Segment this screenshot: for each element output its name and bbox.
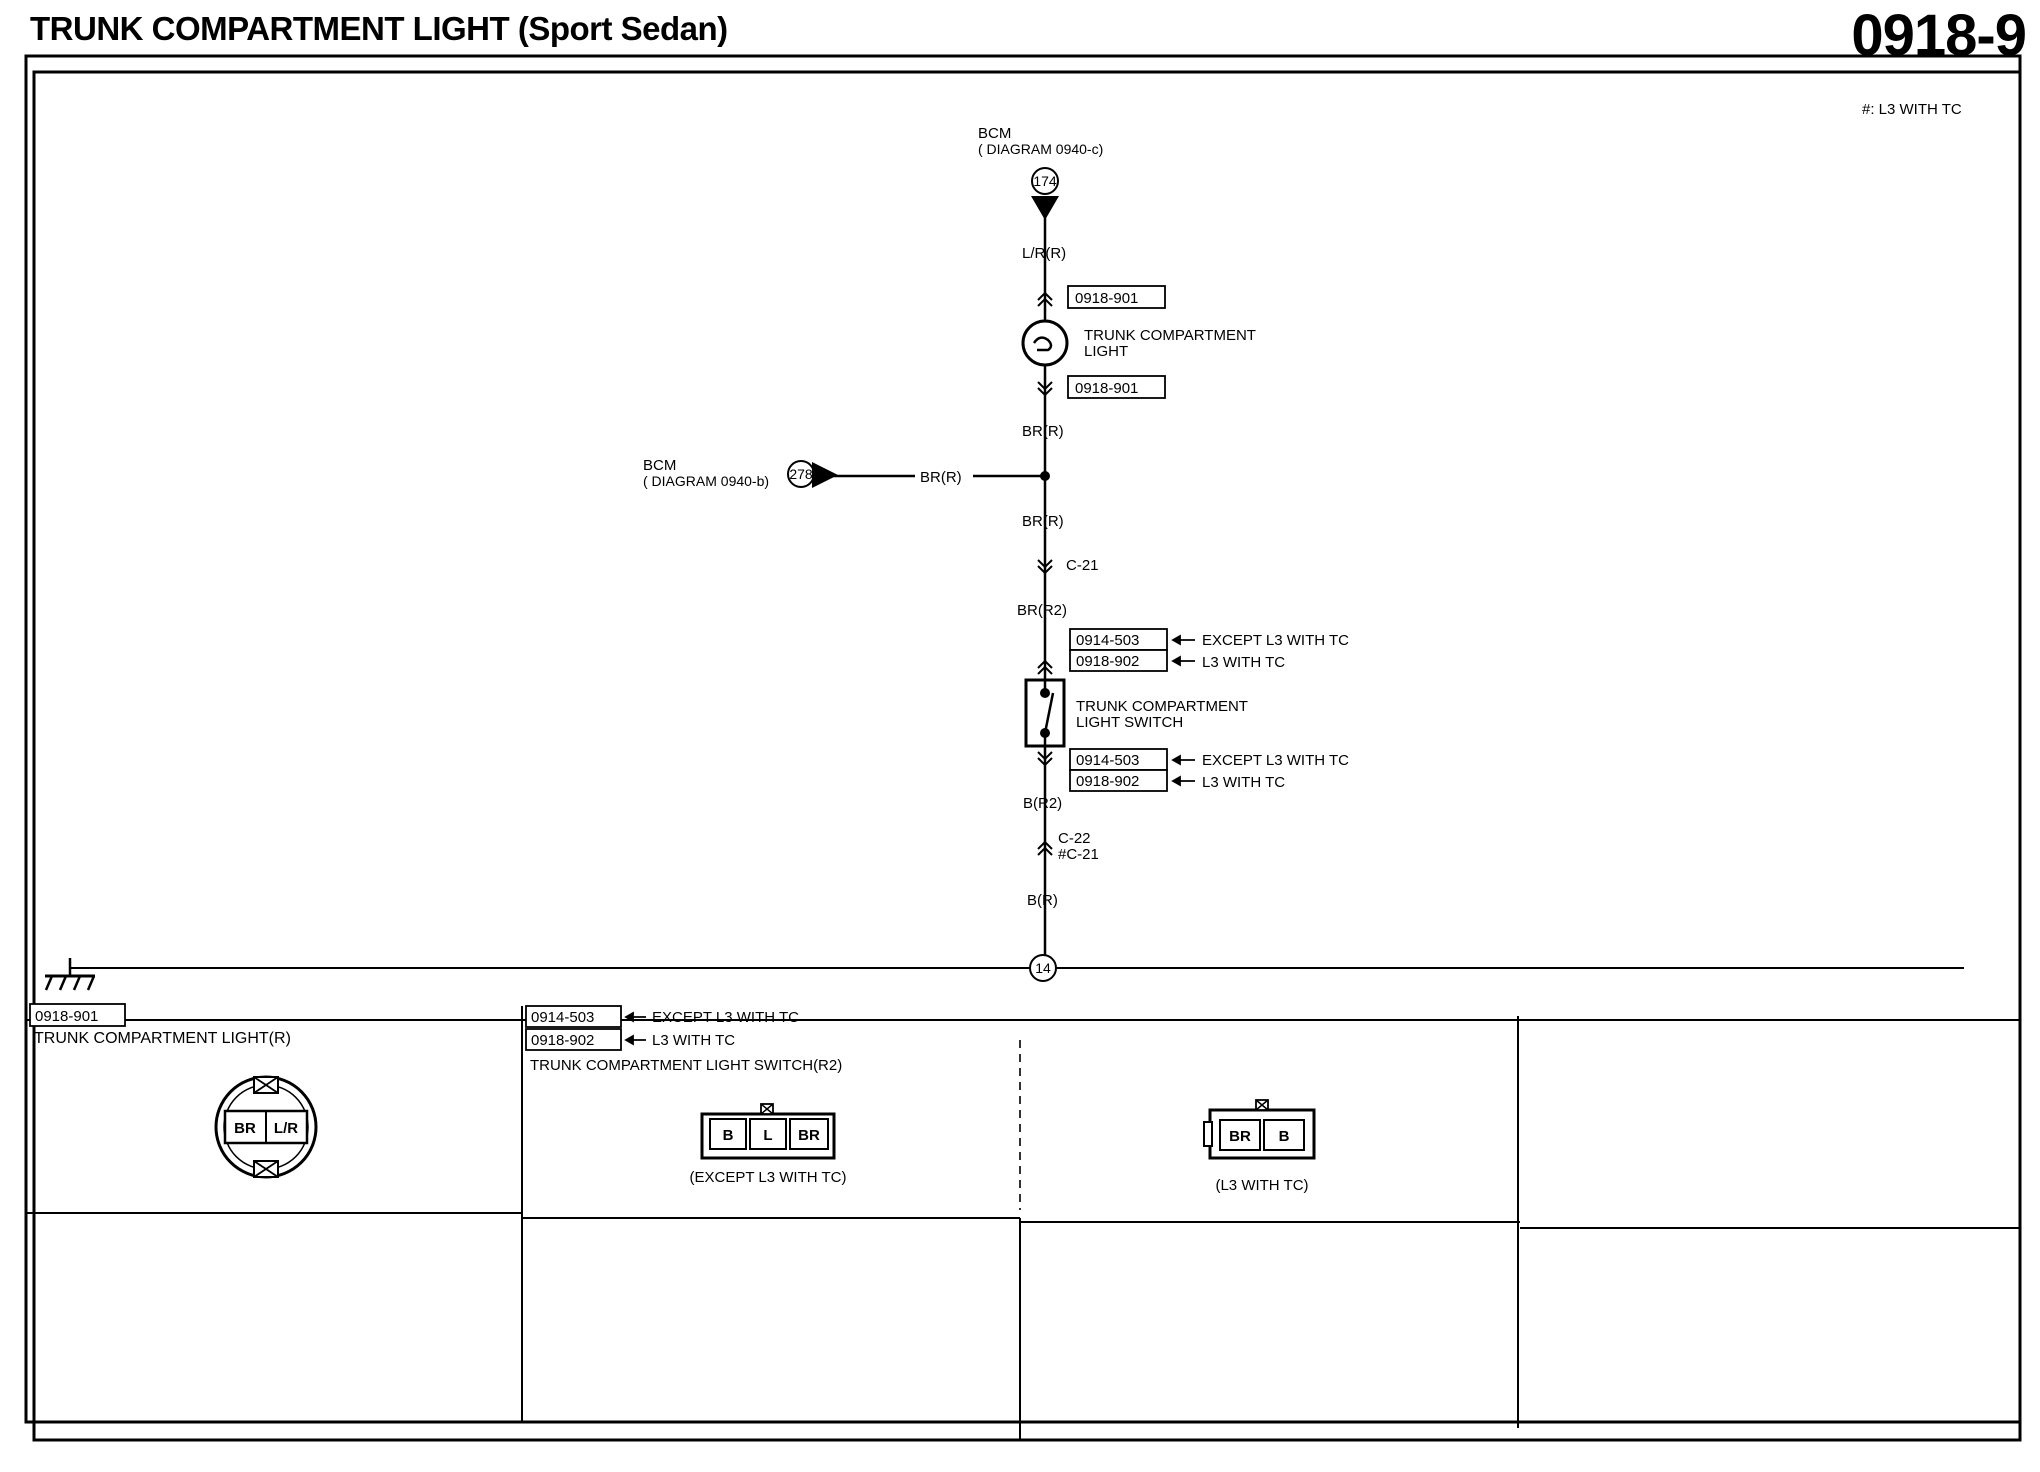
wire-br-1-label: BR(R) (1022, 423, 1064, 440)
switch-a-pin-3: BR (798, 1127, 820, 1144)
terminal-174 (1031, 167, 1059, 195)
light-ref-bottom: 0918-901 (1075, 380, 1138, 397)
arrow-left-icon (624, 1034, 646, 1046)
switch-a-pin-2: L (763, 1127, 772, 1144)
switch-ref-bottom-2-condition: L3 WITH TC (1202, 774, 1285, 791)
terminal-14-label: 14 (1035, 960, 1051, 976)
arrow-left-icon (624, 1011, 646, 1023)
wire-b-r-label: B(R) (1027, 892, 1058, 909)
switch-conn-ref-2-condition: L3 WITH TC (652, 1032, 735, 1049)
switch-b-pin-1: BR (1229, 1128, 1251, 1145)
light-ref-top-box (1067, 285, 1166, 309)
arrow-left-icon (1171, 655, 1195, 667)
switch-ref-top-2-code: 0918-902 (1076, 653, 1139, 670)
frame-inner (24, 54, 2022, 1424)
lamp-filament-icon (1032, 336, 1053, 352)
switch-b-caption: (L3 WITH TC) (1215, 1177, 1308, 1194)
connector-up-icon (1037, 659, 1053, 675)
switch-a-caption: (EXCEPT L3 WITH TC) (690, 1169, 847, 1186)
wire-br-r2-label: BR(R2) (1017, 602, 1067, 619)
connector-up-icon (1037, 291, 1053, 307)
light-label-1: TRUNK COMPARTMENT (1084, 327, 1256, 344)
arrow-left-icon (1171, 775, 1195, 787)
switch-arm-icon (1043, 692, 1055, 734)
light-ref-top: 0918-901 (1075, 290, 1138, 307)
lamp-icon (1021, 319, 1069, 367)
light-label-2: LIGHT (1084, 343, 1128, 360)
light-pin-2: L/R (274, 1120, 298, 1137)
switch-ref-bottom-2-box (1069, 769, 1168, 792)
frame-outer (32, 70, 2022, 1442)
switch-conn-title: TRUNK COMPARTMENT LIGHT SWITCH(R2) (530, 1057, 842, 1074)
light-ref-bottom-box (1067, 375, 1166, 399)
light-conn-ref: 0918-901 (35, 1008, 98, 1025)
wire-b-r2-label: B(R2) (1023, 795, 1062, 812)
bcm-left-label: BCM (643, 457, 676, 474)
switch-conn-ref-2-box (525, 1028, 622, 1051)
switch-ref-top-2-condition: L3 WITH TC (1202, 654, 1285, 671)
light-pin-1: BR (234, 1120, 256, 1137)
connector-c21-icon (1037, 559, 1053, 575)
switch-connector-2pin (1203, 1099, 1316, 1160)
switch-label-2: LIGHT SWITCH (1076, 714, 1183, 731)
connector-down-icon (1037, 381, 1053, 397)
arrow-left-icon (1171, 754, 1195, 766)
page-title: TRUNK COMPARTMENT LIGHT (Sport Sedan) (30, 10, 728, 47)
connector-c22-label: C-22 (1058, 830, 1091, 847)
bcm-top-label: BCM (978, 125, 1011, 142)
switch-conn-ref-2-code: 0918-902 (531, 1032, 594, 1049)
wire-top-label: L/R(R) (1022, 245, 1066, 262)
arrow-left-icon (1171, 634, 1195, 646)
bcm-left-arrow-icon (812, 462, 838, 488)
terminal-278-label: 278 (789, 466, 813, 482)
light-connector-face (214, 1075, 318, 1179)
bcm-top-arrow-icon (1031, 196, 1059, 220)
light-conn-title: TRUNK COMPARTMENT LIGHT(R) (34, 1030, 291, 1047)
switch-label-1: TRUNK COMPARTMENT (1076, 698, 1248, 715)
switch-conn-ref-1-box (525, 1005, 622, 1028)
wire-br-2-label: BR(R) (1022, 513, 1064, 530)
switch-b-pin-2: B (1279, 1128, 1290, 1145)
switch-ref-bottom-1-code: 0914-503 (1076, 752, 1139, 769)
ground-hatch-icon (44, 975, 96, 991)
switch-ref-top-1-code: 0914-503 (1076, 632, 1139, 649)
connector-c22-alt-label: #C-21 (1058, 846, 1099, 863)
switch-conn-ref-1-code: 0914-503 (531, 1009, 594, 1026)
bcm-top-ref: ( DIAGRAM 0940-c) (978, 141, 1103, 157)
connector-c22-icon (1037, 840, 1053, 856)
branch-label-bg (915, 466, 973, 486)
switch-a-pin-1: B (723, 1127, 734, 1144)
bcm-left-wire-label: BR(R) (920, 469, 962, 486)
bcm-left-ref: ( DIAGRAM 0940-b) (643, 473, 769, 489)
splice-dot (1040, 471, 1050, 481)
switch-ref-top-1-condition: EXCEPT L3 WITH TC (1202, 632, 1349, 649)
switch-ref-bottom-1-condition: EXCEPT L3 WITH TC (1202, 752, 1349, 769)
legend-note: #: L3 WITH TC (1862, 101, 1962, 118)
terminal-174-label: 174 (1033, 173, 1057, 189)
connector-down-icon (1037, 751, 1053, 767)
terminal-14 (1029, 954, 1057, 982)
switch-ref-top-2-box (1069, 649, 1168, 672)
connector-c21-label: C-21 (1066, 557, 1099, 574)
switch-conn-ref-1-condition: EXCEPT L3 WITH TC (652, 1009, 799, 1026)
switch-connector-3pin (700, 1103, 836, 1160)
light-conn-ref-box (29, 1003, 126, 1027)
switch-ref-bottom-2-code: 0918-902 (1076, 773, 1139, 790)
